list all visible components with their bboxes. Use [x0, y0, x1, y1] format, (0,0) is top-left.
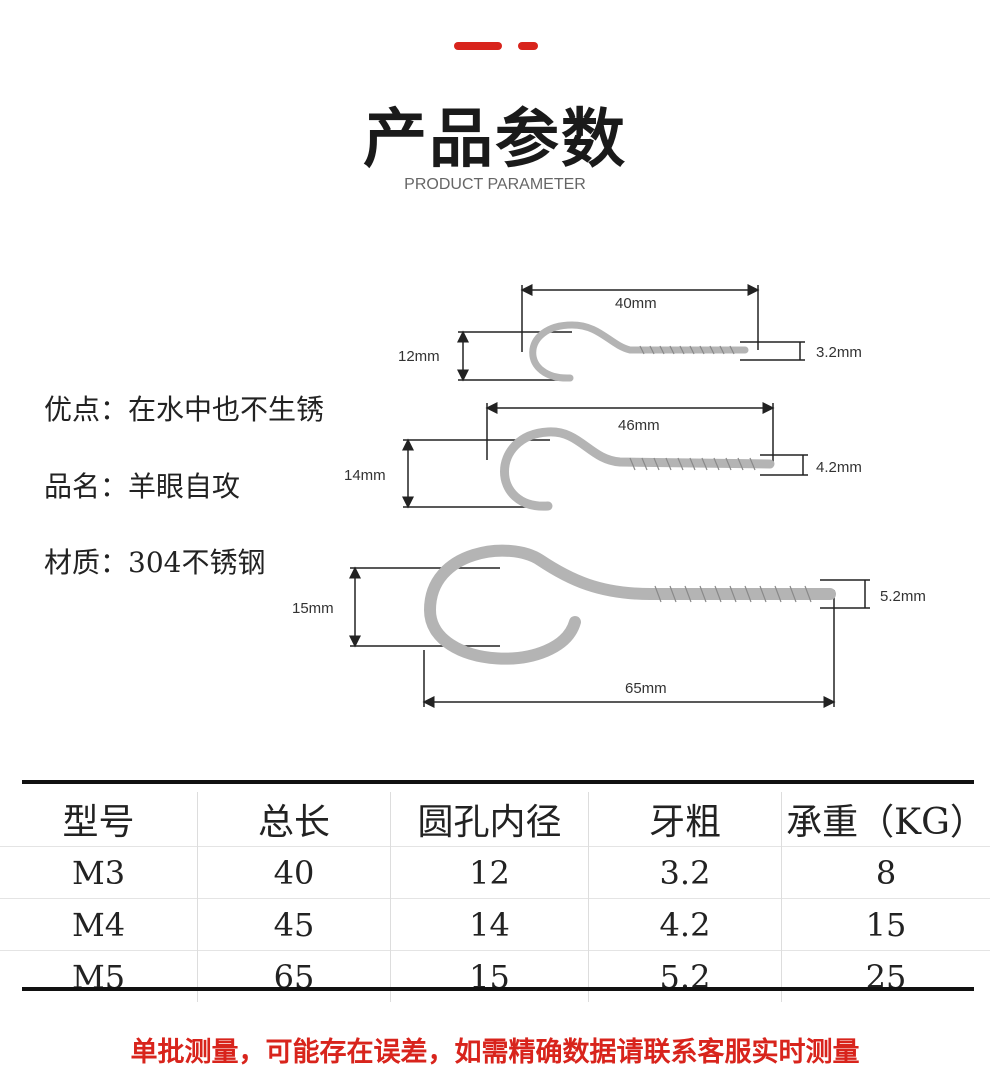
spec-material: 材质：304不锈钢 — [44, 546, 266, 579]
cell-length: 40 — [197, 846, 391, 899]
table-row: M4 45 14 4.2 15 — [0, 898, 990, 951]
header-thread: 牙粗 — [588, 792, 782, 847]
m3-length-label: 40mm — [615, 295, 657, 312]
table-top-rule — [22, 780, 974, 784]
m4-eye-label: 14mm — [344, 467, 386, 484]
spec-advantage: 优点：在水中也不生锈 — [44, 393, 325, 426]
cell-load: 25 — [781, 950, 990, 1002]
screw-dimension-diagram: 40mm 12mm 3.2mm 46mm 14mm 4.2mm 15mm 5.2… — [292, 284, 926, 708]
cell-model: M4 — [0, 898, 198, 951]
m4-thread-label: 4.2mm — [816, 459, 862, 476]
cell-model: M3 — [0, 846, 198, 899]
spec-product-name: 品名：羊眼自攻 — [44, 470, 241, 503]
cell-length: 65 — [197, 950, 391, 1002]
cell-model: M5 — [0, 950, 198, 1002]
cell-eye: 15 — [390, 950, 589, 1002]
accent-bar-short — [518, 42, 538, 50]
cell-eye: 12 — [390, 846, 589, 899]
table-row: M5 65 15 5.2 25 — [0, 950, 990, 1002]
cell-load: 8 — [781, 846, 990, 899]
table-bottom-rule — [22, 987, 974, 991]
measurement-disclaimer: 单批测量，可能存在误差，如需精确数据请联系客服实时测量 — [130, 1037, 860, 1068]
table-row: M3 40 12 3.2 8 — [0, 846, 990, 899]
cell-thread: 3.2 — [588, 846, 782, 899]
header-model: 型号 — [0, 792, 198, 847]
m5-thread-label: 5.2mm — [880, 588, 926, 605]
m4-length-label: 46mm — [618, 417, 660, 434]
cell-length: 45 — [197, 898, 391, 951]
cell-thread: 4.2 — [588, 898, 782, 951]
accent-bar-long — [454, 42, 502, 50]
m5-length-label: 65mm — [625, 680, 667, 697]
page-subtitle: PRODUCT PARAMETER — [404, 176, 586, 193]
cell-load: 15 — [781, 898, 990, 951]
cell-thread: 5.2 — [588, 950, 782, 1002]
header-eye-diameter: 圆孔内径 — [390, 792, 589, 847]
m3-eye-label: 12mm — [398, 348, 440, 365]
table-header-row: 型号 总长 圆孔内径 牙粗 承重（KG） — [0, 792, 990, 847]
header-load: 承重（KG） — [786, 802, 986, 843]
cell-eye: 14 — [390, 898, 589, 951]
m5-eye-label: 15mm — [292, 600, 334, 617]
header-length: 总长 — [197, 792, 391, 847]
m3-thread-label: 3.2mm — [816, 344, 862, 361]
spec-table: 型号 总长 圆孔内径 牙粗 承重（KG） M3 40 12 3.2 8 M4 4… — [0, 792, 990, 1002]
page-title: 产品参数 — [363, 103, 627, 177]
